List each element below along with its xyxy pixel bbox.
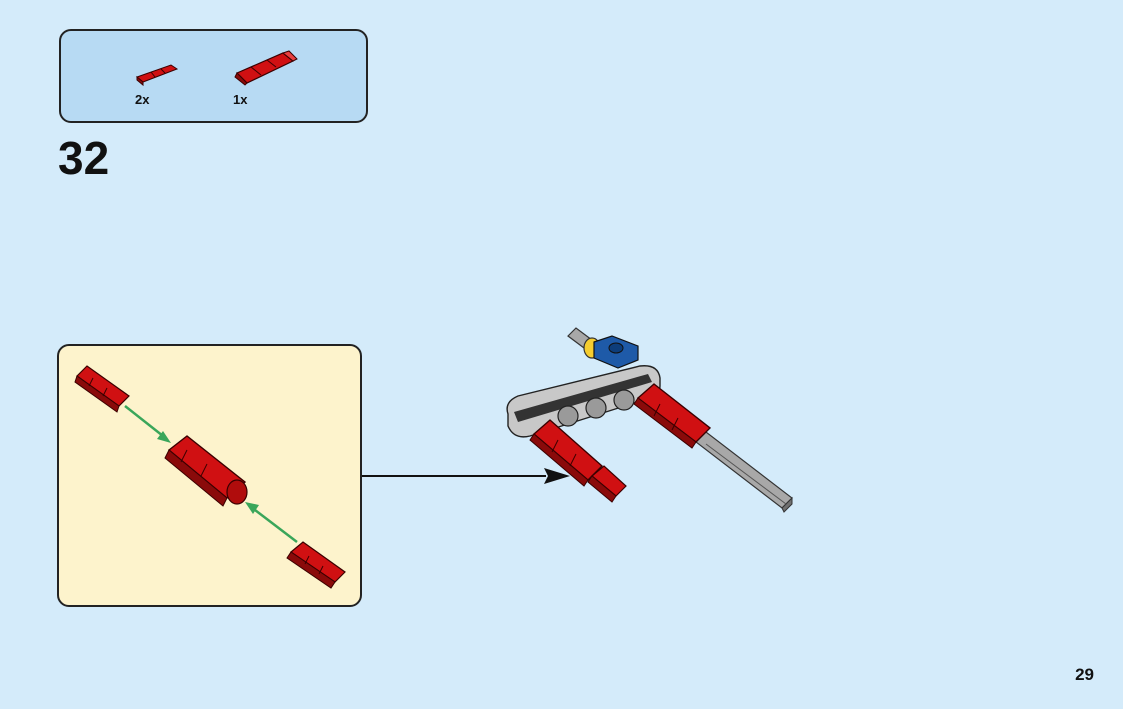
red-axle-connector-icon bbox=[633, 383, 712, 449]
grey-beam-icon bbox=[506, 365, 661, 438]
grey-axle-icon bbox=[695, 431, 793, 513]
part-quantity: 1x bbox=[233, 92, 248, 107]
red-axle-connector-icon bbox=[164, 435, 248, 507]
red-short-axle-pin-icon bbox=[286, 541, 346, 589]
model-assembly-illustration bbox=[506, 327, 793, 513]
red-short-axle-pin-icon bbox=[133, 61, 183, 87]
red-short-axle-pin-icon bbox=[587, 465, 627, 503]
blue-connector-icon bbox=[593, 335, 639, 369]
part-quantity: 2x bbox=[135, 92, 150, 107]
red-short-axle-pin-icon bbox=[74, 365, 130, 413]
step-number: 32 bbox=[58, 132, 110, 184]
callout-arrow bbox=[362, 468, 570, 484]
page-number: 29 bbox=[1075, 665, 1094, 684]
subassembly-illustration bbox=[74, 365, 346, 589]
red-axle-connector-icon bbox=[231, 47, 301, 87]
parts-list-box: 2x 1x bbox=[59, 29, 368, 123]
assembly-arrow bbox=[124, 405, 171, 443]
red-axle-connector-icon bbox=[529, 419, 604, 487]
assembly-arrow bbox=[245, 502, 298, 543]
subassembly-box bbox=[57, 344, 362, 607]
